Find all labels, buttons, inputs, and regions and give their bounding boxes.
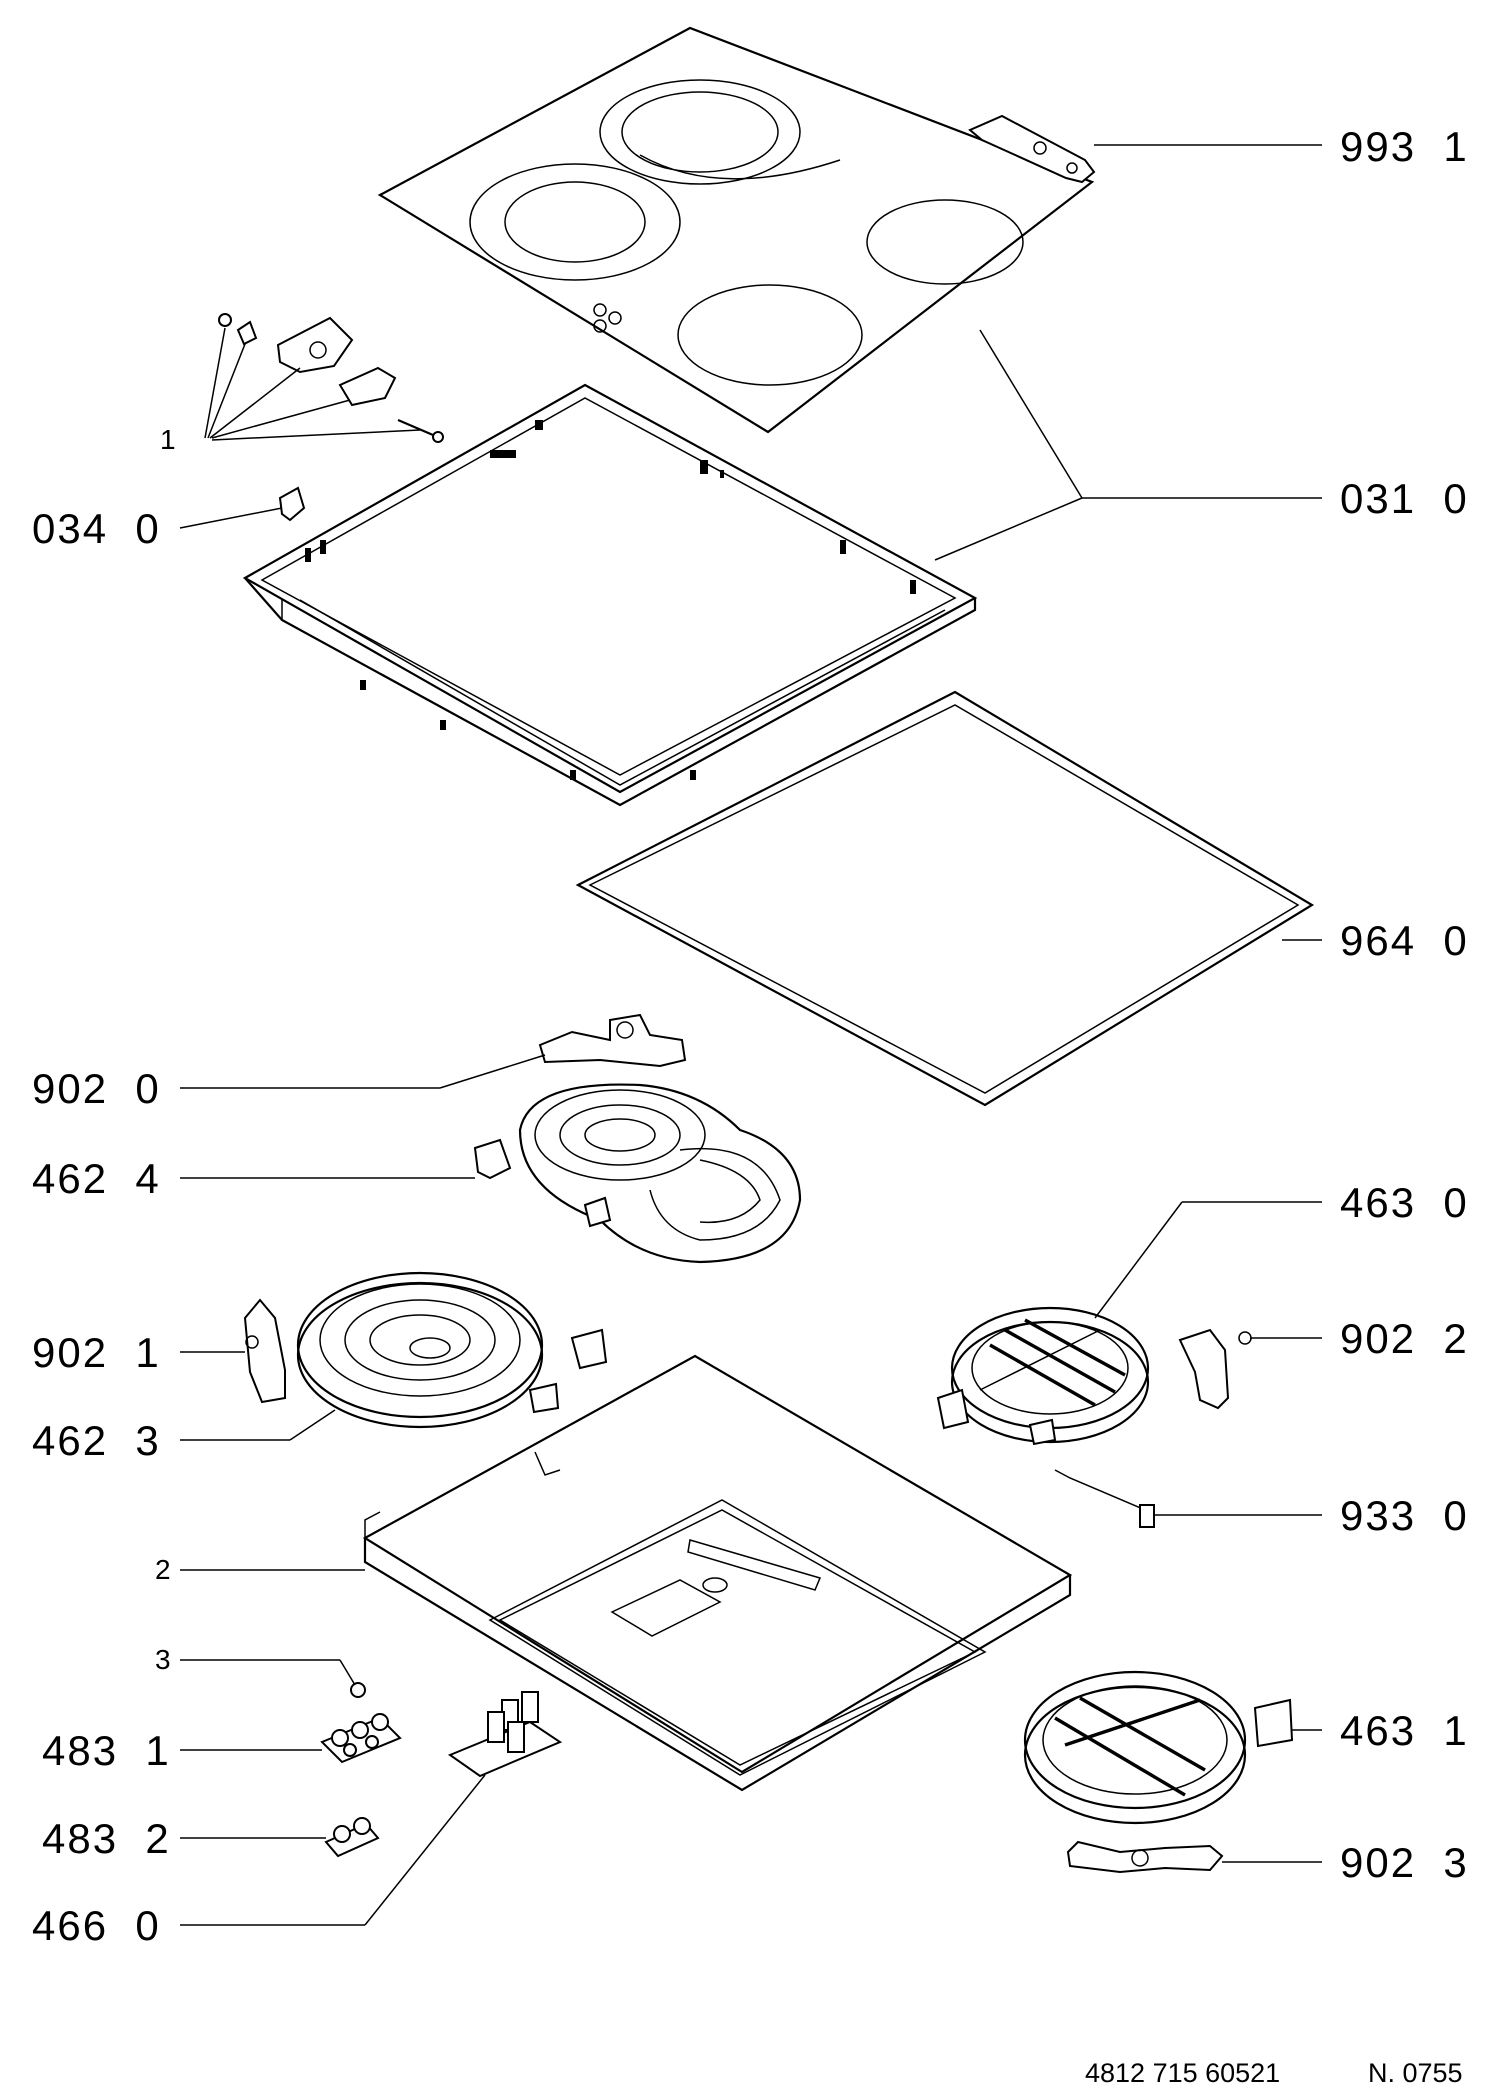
- callout-902-2: 902 2: [1340, 1315, 1469, 1362]
- callout-466-0: 466 0: [32, 1902, 161, 1949]
- callout-fixing-kit: 1: [160, 424, 176, 455]
- callout-902-0: 902 0: [32, 1065, 161, 1112]
- callout-034-0: 034 0: [32, 505, 161, 552]
- fixing-kit-parts: [204, 313, 444, 443]
- callout-483-2: 483 2: [42, 1815, 171, 1862]
- callout-463-1: 463 1: [1340, 1707, 1469, 1754]
- revision-code: N. 0755: [1368, 2058, 1463, 2088]
- callout-462-3: 462 3: [32, 1417, 161, 1464]
- callout-902-3: 902 3: [1340, 1839, 1469, 1886]
- callout-grommet: 3: [155, 1644, 171, 1675]
- dual-oval-radiant-heater: [473, 1083, 802, 1264]
- drawing-number: 4812 715 60521: [1085, 2058, 1281, 2088]
- callout-964-0: 964 0: [1340, 917, 1469, 964]
- heater-bracket-1: [243, 1298, 286, 1404]
- callout-462-4: 462 4: [32, 1155, 161, 1202]
- temperature-probe: [1054, 1469, 1155, 1528]
- terminal-block-3way: [320, 1713, 402, 1764]
- callout-902-1: 902 1: [32, 1329, 161, 1376]
- gasket-seal: [575, 690, 1315, 1107]
- hinge-bracket: [968, 114, 1096, 184]
- callout-463-0: 463 0: [1340, 1179, 1469, 1226]
- leader-lines: [179, 144, 1322, 1926]
- heater-bracket-3: [1066, 1840, 1224, 1874]
- halogen-heater-1: [1023, 1670, 1294, 1825]
- control-switch-unit: [447, 1691, 563, 1778]
- heater-bracket-2: [1178, 1328, 1252, 1410]
- terminal-block-2way: [324, 1817, 380, 1858]
- callout-993-1: 993 1: [1340, 123, 1469, 170]
- grommet: [350, 1682, 366, 1698]
- round-radiant-heater: [296, 1271, 608, 1429]
- heater-bracket-0: [538, 1013, 687, 1068]
- callout-031-0: 031 0: [1340, 475, 1469, 522]
- glass-ceramic-cooktop: [377, 26, 1095, 434]
- bottom-housing-tray: [362, 1354, 1073, 1792]
- callout-bottom-tray: 2: [155, 1554, 171, 1585]
- callout-483-1: 483 1: [42, 1727, 171, 1774]
- halogen-heater-0: [936, 1306, 1150, 1446]
- small-bracket: [278, 486, 306, 522]
- callout-933-0: 933 0: [1340, 1492, 1469, 1539]
- cooktop-frame: [242, 383, 978, 807]
